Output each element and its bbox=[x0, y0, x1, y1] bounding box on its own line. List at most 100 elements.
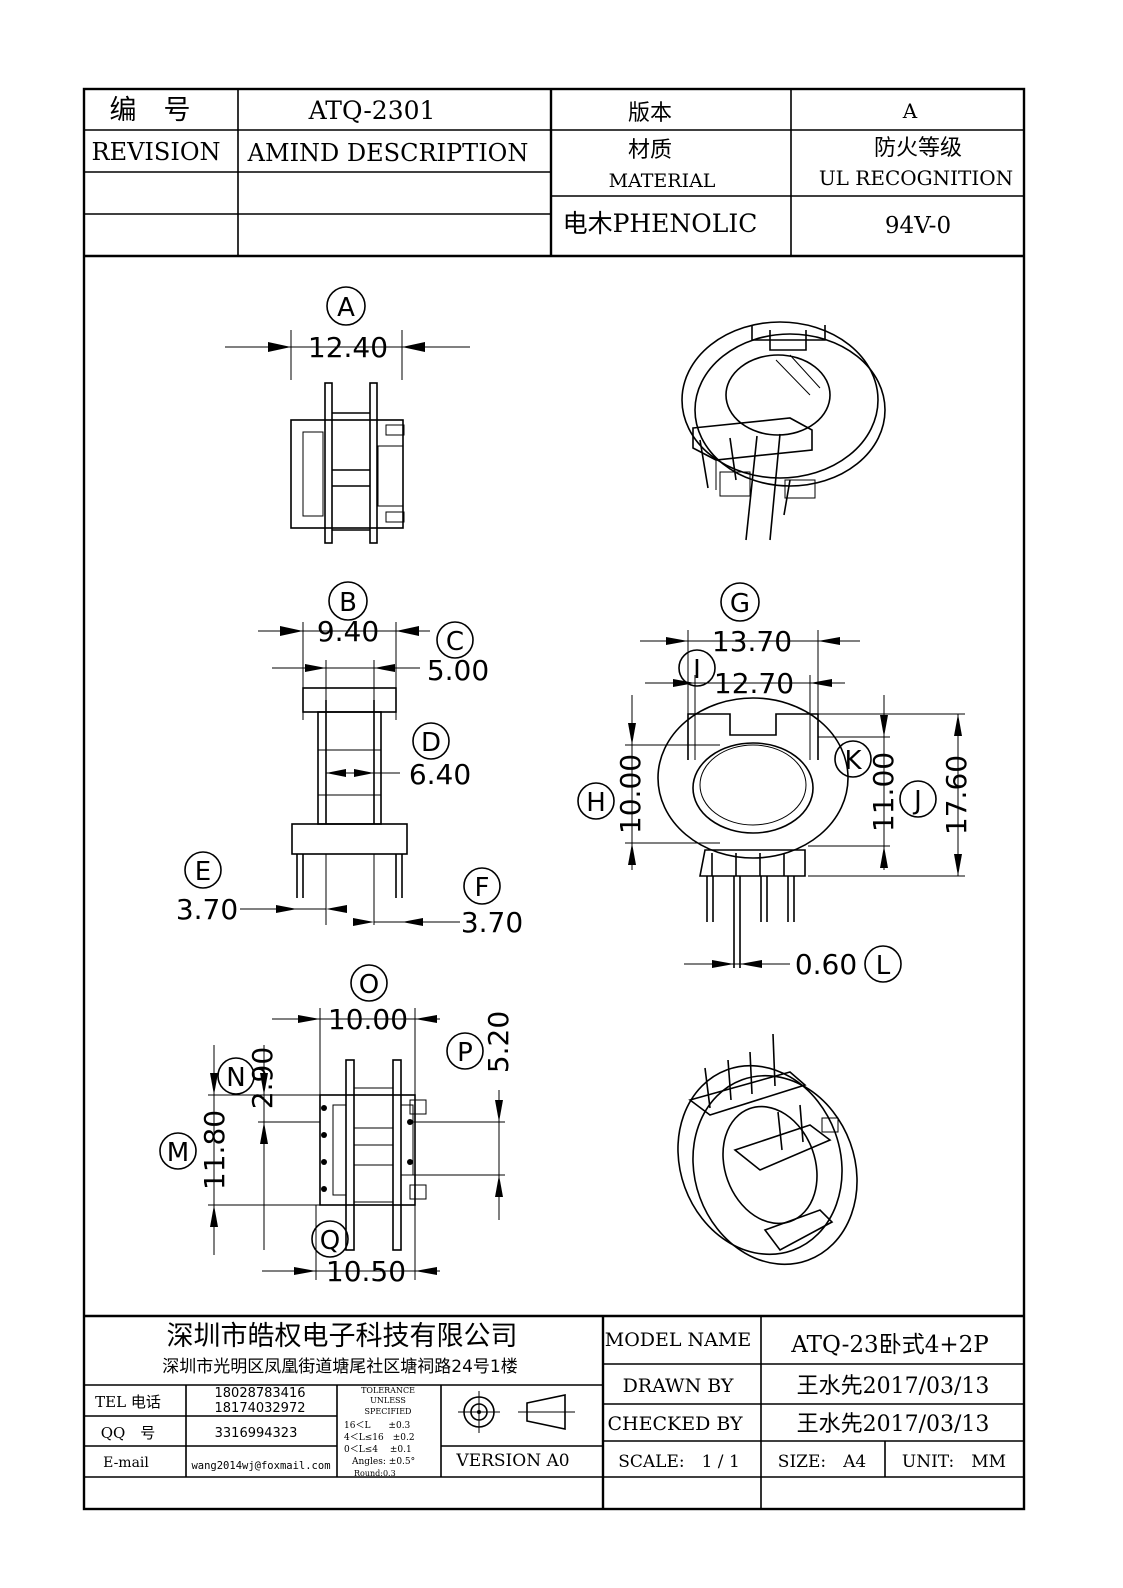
revision-label: REVISION bbox=[92, 138, 221, 166]
tolerance-row-5: Round:0.3 bbox=[354, 1469, 396, 1478]
isometric-view-front bbox=[681, 321, 886, 541]
projection-symbol-icon bbox=[458, 1391, 575, 1433]
tolerance-title-1: TOLERANCE bbox=[361, 1386, 415, 1395]
number-value: ATQ-2301 bbox=[308, 96, 436, 125]
callout-a-letter: A bbox=[337, 293, 355, 323]
callout-g-letter: G bbox=[730, 589, 750, 619]
callout-c-circle bbox=[436, 621, 474, 659]
tolerance-row-4: Angles: ±0.5° bbox=[351, 1457, 415, 1467]
callout-k-circle bbox=[834, 740, 872, 778]
callout-q-circle bbox=[311, 1220, 349, 1258]
callout-n-circle bbox=[217, 1057, 255, 1095]
tolerance-row-1: 16＜L ±0.3 bbox=[344, 1421, 411, 1431]
callout-e-circle bbox=[184, 851, 222, 889]
number-label: 编 号 bbox=[110, 95, 191, 126]
dim-n-value: 2.90 bbox=[246, 1047, 279, 1109]
isometric-view-rear bbox=[677, 1033, 858, 1266]
dim-b-value: 9.40 bbox=[317, 615, 379, 648]
view-top-side: A 12.40 bbox=[225, 286, 470, 544]
model-name-value: ATQ-23卧式4+2P bbox=[790, 1332, 988, 1358]
version-text: VERSION A0 bbox=[455, 1451, 569, 1471]
callout-j-circle bbox=[899, 780, 937, 818]
material-label-en: MATERIAL bbox=[609, 170, 716, 192]
unit-label: UNIT: MM bbox=[902, 1452, 1006, 1472]
dim-p-value: 5.20 bbox=[482, 1011, 515, 1073]
material-value: 电木PHENOLIC bbox=[563, 209, 758, 238]
dim-h-value: 10.00 bbox=[614, 754, 647, 834]
dim-j-value: 17.60 bbox=[940, 755, 973, 835]
callout-d-circle bbox=[412, 722, 450, 760]
fire-rating-label-en: UL RECOGNITION bbox=[819, 166, 1013, 190]
callout-m-circle bbox=[159, 1132, 197, 1170]
company-address: 深圳市光明区凤凰街道塘尾社区塘祠路24号1楼 bbox=[162, 1357, 517, 1377]
view-front-side: B 9.40 C 5.00 D 6.40 E bbox=[176, 581, 523, 939]
callout-h-letter: H bbox=[586, 788, 606, 818]
tolerance-row-3: 0＜L≤4 ±0.1 bbox=[344, 1445, 412, 1455]
qq-value: 3316994323 bbox=[215, 1426, 298, 1441]
model-name-label: MODEL NAME bbox=[605, 1329, 751, 1351]
callout-p-circle bbox=[446, 1032, 484, 1070]
callout-b-circle bbox=[328, 581, 368, 621]
drawn-by-label: DRAWN BY bbox=[623, 1375, 734, 1397]
view-bottom: O 10.00 N 2.90 M bbox=[159, 964, 515, 1288]
fire-rating-label-cn: 防火等级 bbox=[874, 136, 962, 161]
email-label: E-mail bbox=[103, 1455, 149, 1471]
title-block: 深圳市皓权电子科技有限公司 深圳市光明区凤凰街道塘尾社区塘祠路24号1楼 TEL… bbox=[84, 1314, 1024, 1509]
dim-k-value: 11.00 bbox=[867, 752, 900, 832]
callout-c-letter: C bbox=[446, 627, 464, 657]
qq-label: QQ 号 bbox=[101, 1424, 156, 1442]
dim-f-value: 3.70 bbox=[461, 906, 523, 939]
version-label: 版本 bbox=[628, 101, 672, 126]
fire-rating-value: 94V-0 bbox=[885, 213, 951, 239]
tolerance-title-3: SPECIFIED bbox=[365, 1407, 412, 1416]
callout-l-letter: L bbox=[876, 951, 891, 981]
material-label-cn: 材质 bbox=[628, 138, 672, 163]
callout-o-letter: O bbox=[359, 970, 379, 1000]
tel-number-1: 18028783416 bbox=[215, 1386, 306, 1401]
callout-q-letter: Q bbox=[320, 1226, 340, 1256]
dim-e-value: 3.70 bbox=[176, 893, 238, 926]
checked-by-value: 王水先2017/03/13 bbox=[797, 1412, 990, 1437]
dim-c-value: 5.00 bbox=[427, 654, 489, 687]
sheet-border bbox=[82, 87, 1026, 1511]
version-value: A bbox=[902, 99, 918, 123]
description-label: AMIND DESCRIPTION bbox=[247, 139, 529, 167]
dim-i-value: 12.70 bbox=[714, 667, 794, 700]
header-table: 编 号 ATQ-2301 版本 A REVISION AMIND DESCRIP… bbox=[84, 89, 1024, 258]
callout-d-letter: D bbox=[421, 728, 441, 758]
size-label: SIZE: A4 bbox=[778, 1452, 866, 1472]
tolerance-row-2: 4＜L≤16 ±0.2 bbox=[344, 1433, 415, 1443]
tolerance-title-2: UNLESS bbox=[370, 1396, 406, 1405]
tel-number-2: 18174032972 bbox=[215, 1401, 306, 1416]
company-name: 深圳市皓权电子科技有限公司 bbox=[167, 1321, 518, 1352]
callout-e-letter: E bbox=[195, 857, 211, 887]
callout-b-letter: B bbox=[339, 588, 357, 618]
checked-by-label: CHECKED BY bbox=[607, 1413, 742, 1435]
email-value: wang2014wj@foxmail.com bbox=[191, 1460, 330, 1472]
callout-o-circle bbox=[350, 964, 388, 1002]
scale-label: SCALE: 1 / 1 bbox=[618, 1452, 740, 1472]
dim-l-value: 0.60 bbox=[795, 948, 857, 981]
tel-label: TEL 电话 bbox=[95, 1393, 161, 1411]
dim-q-value: 10.50 bbox=[326, 1255, 406, 1288]
callout-f-letter: F bbox=[475, 873, 490, 903]
dim-m-value: 11.80 bbox=[198, 1110, 231, 1190]
callout-f-circle bbox=[463, 867, 501, 905]
callout-p-letter: P bbox=[457, 1038, 473, 1068]
view-end: G 13.70 I 12.70 H bbox=[577, 582, 973, 983]
callout-a-circle bbox=[326, 286, 366, 326]
callout-l-circle bbox=[864, 945, 902, 983]
callout-m-letter: M bbox=[167, 1138, 189, 1168]
callout-h-circle bbox=[577, 782, 615, 820]
callout-k-letter: K bbox=[844, 746, 862, 776]
callout-j-letter: J bbox=[912, 786, 922, 816]
drawn-by-value: 王水先2017/03/13 bbox=[797, 1374, 990, 1399]
dim-o-value: 10.00 bbox=[328, 1003, 408, 1036]
callout-g-circle bbox=[720, 582, 760, 622]
dim-g-value: 13.70 bbox=[712, 625, 792, 658]
callout-i-circle bbox=[678, 649, 716, 687]
dim-d-value: 6.40 bbox=[409, 758, 471, 791]
callout-i-letter: I bbox=[693, 655, 701, 685]
callout-n-letter: N bbox=[226, 1063, 245, 1093]
